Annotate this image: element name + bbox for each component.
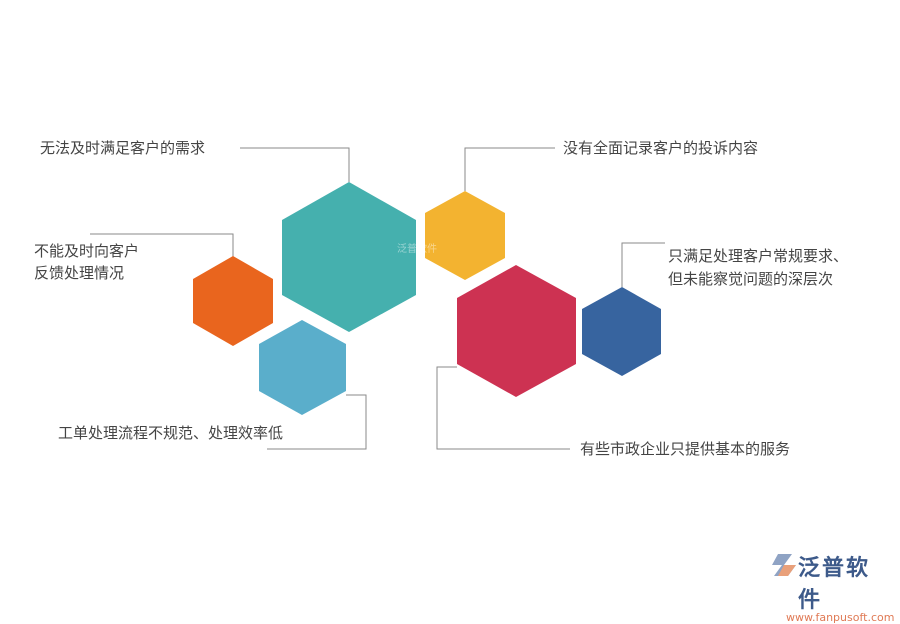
logo-name: 泛普软件: [798, 556, 871, 613]
logo-url: www.fanpusoft.com: [786, 611, 895, 624]
label-5: 工单处理流程不规范、处理效率低: [58, 424, 284, 442]
connector-1: [240, 147, 350, 182]
connector-3: [90, 233, 234, 258]
hexagon-red: [457, 265, 576, 397]
diagram: [90, 147, 665, 450]
hexagon-yellow: [425, 191, 505, 280]
hexagon-teal: [282, 182, 416, 332]
watermark: 泛普软件: [397, 244, 437, 255]
connector-2: [464, 147, 555, 191]
hexagon-darkblue: [582, 287, 661, 376]
hexagon-orange: [193, 256, 273, 346]
connector-5: [267, 394, 367, 450]
brand-logo: 泛普软件 www.fanpusoft.com: [768, 550, 895, 624]
label-3a: 不能及时向客户: [34, 242, 140, 260]
connector-6: [436, 366, 570, 450]
logo-icon: [772, 554, 796, 576]
label-6: 有些市政企业只提供基本的服务: [580, 440, 791, 458]
connector-4: [621, 242, 665, 287]
label-4a: 只满足处理客户常规要求、: [668, 247, 849, 265]
label-3b: 反馈处理情况: [34, 264, 125, 282]
hexagon-lightblue: [259, 320, 346, 415]
label-1: 无法及时满足客户的需求: [40, 139, 206, 157]
label-4b: 但未能察觉问题的深层次: [668, 270, 834, 288]
label-2: 没有全面记录客户的投诉内容: [563, 139, 759, 157]
